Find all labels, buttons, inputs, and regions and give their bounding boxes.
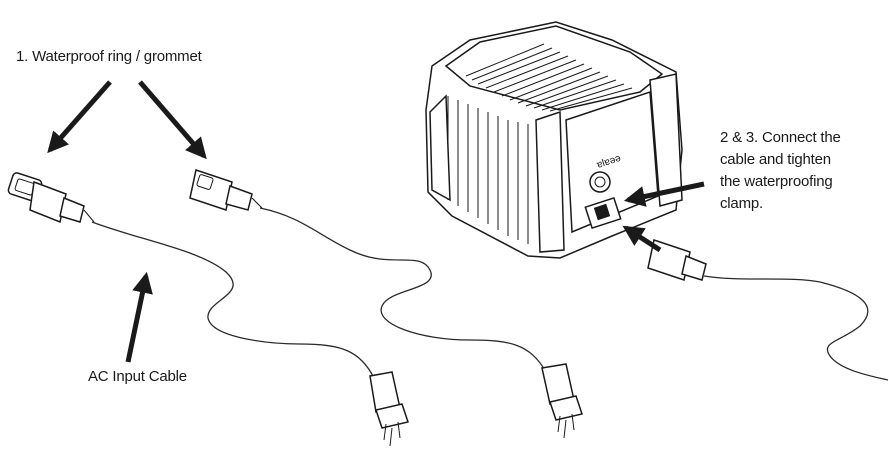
wall-plug-middle: [541, 363, 583, 439]
ac-cable-left: [91, 221, 375, 379]
step23-line: the waterproofing: [720, 173, 833, 190]
arrow-to-grommet-left: [47, 80, 112, 154]
step1-label: 1. Waterproof ring / grommet: [16, 48, 202, 65]
arrow-to-clamp: [623, 181, 705, 207]
step23-line: clamp.: [720, 195, 763, 212]
ac-cable-right: [703, 275, 889, 381]
step23-label: 2 & 3. Connect the cable and tighten the…: [720, 127, 841, 215]
iec-connector-left: [7, 172, 95, 224]
step23-line: cable and tighten: [720, 151, 831, 168]
heatsink-fins: [465, 43, 633, 112]
arrow-to-grommet-middle: [138, 80, 207, 160]
power-supply-unit: ɐlɐǝǝ: [425, 21, 683, 259]
arrow-to-socket: [622, 225, 662, 253]
ac-input-label: AC Input Cable: [88, 368, 187, 385]
arrow-to-ac-cable: [125, 271, 153, 363]
ac-cable-middle: [259, 207, 547, 373]
iec-connector-middle: [189, 169, 263, 211]
arrows: [47, 80, 705, 363]
step23-line: 2 & 3. Connect the: [720, 129, 841, 146]
wall-plug-left: [369, 371, 409, 447]
